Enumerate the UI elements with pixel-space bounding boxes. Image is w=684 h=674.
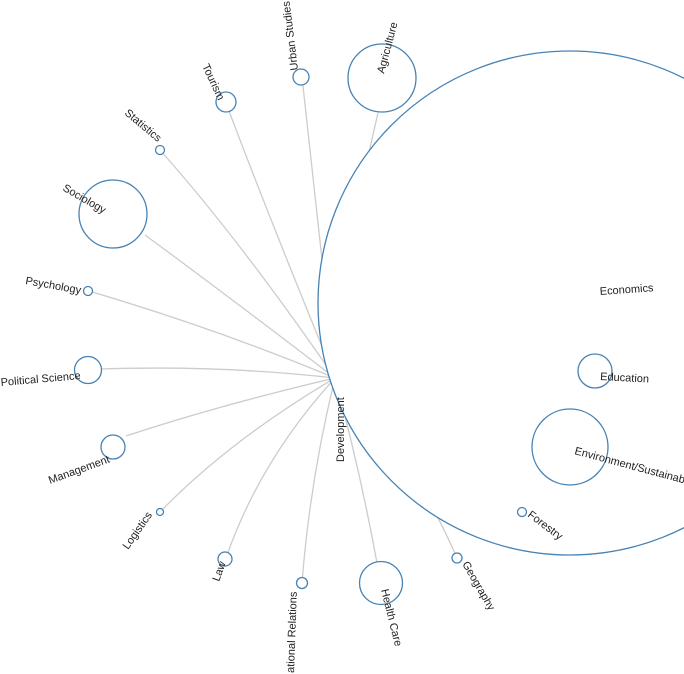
node-tourism-circle[interactable] bbox=[215, 91, 237, 113]
node-logistics-circle[interactable] bbox=[155, 507, 165, 517]
node-tourism-label: Tourism bbox=[199, 62, 226, 102]
link-logistics bbox=[159, 377, 336, 513]
node-statistics-label: Statistics bbox=[122, 107, 164, 145]
node-development-label: Development bbox=[335, 397, 347, 462]
node-geography-label: Geography bbox=[459, 560, 497, 614]
node-law-circle[interactable] bbox=[217, 551, 233, 567]
node-political-science-label: Political Science bbox=[0, 370, 81, 389]
link-political-science bbox=[100, 367, 336, 379]
link-tourism bbox=[225, 102, 336, 379]
node-environment-circle[interactable] bbox=[531, 408, 609, 486]
link-international-relations bbox=[301, 377, 336, 584]
node-management-label: Management bbox=[47, 454, 111, 487]
node-international-relations-circle[interactable] bbox=[295, 576, 309, 590]
node-agriculture-circle[interactable] bbox=[347, 43, 417, 113]
node-education-circle[interactable] bbox=[577, 353, 613, 389]
node-urban-studies-circle[interactable] bbox=[292, 68, 310, 86]
node-health-care-circle[interactable] bbox=[358, 560, 404, 606]
node-forestry-circle[interactable] bbox=[516, 506, 528, 518]
link-law bbox=[225, 377, 336, 559]
node-management-circle[interactable] bbox=[100, 434, 126, 460]
node-sociology-circle[interactable] bbox=[78, 179, 148, 249]
node-statistics-circle[interactable] bbox=[154, 144, 166, 156]
link-sociology bbox=[144, 234, 336, 379]
link-management bbox=[125, 377, 336, 437]
node-economics-circle[interactable] bbox=[317, 50, 684, 556]
node-political-science-circle[interactable] bbox=[73, 355, 103, 385]
node-urban-studies-label: Urban Studies bbox=[281, 0, 301, 71]
link-statistics bbox=[159, 149, 336, 379]
node-law-label: Law bbox=[211, 560, 229, 583]
node-health-care-label: Health Care bbox=[378, 588, 404, 648]
node-psychology-label: Psychology bbox=[24, 275, 82, 297]
node-psychology-circle[interactable] bbox=[82, 285, 94, 297]
node-international-relations-label: ational Relations bbox=[285, 591, 300, 673]
link-psychology bbox=[88, 290, 336, 379]
node-economics-label: Economics bbox=[599, 282, 654, 298]
node-logistics-label: Logistics bbox=[121, 509, 156, 551]
node-geography-circle[interactable] bbox=[451, 552, 463, 564]
node-education-label: Education bbox=[600, 371, 649, 386]
